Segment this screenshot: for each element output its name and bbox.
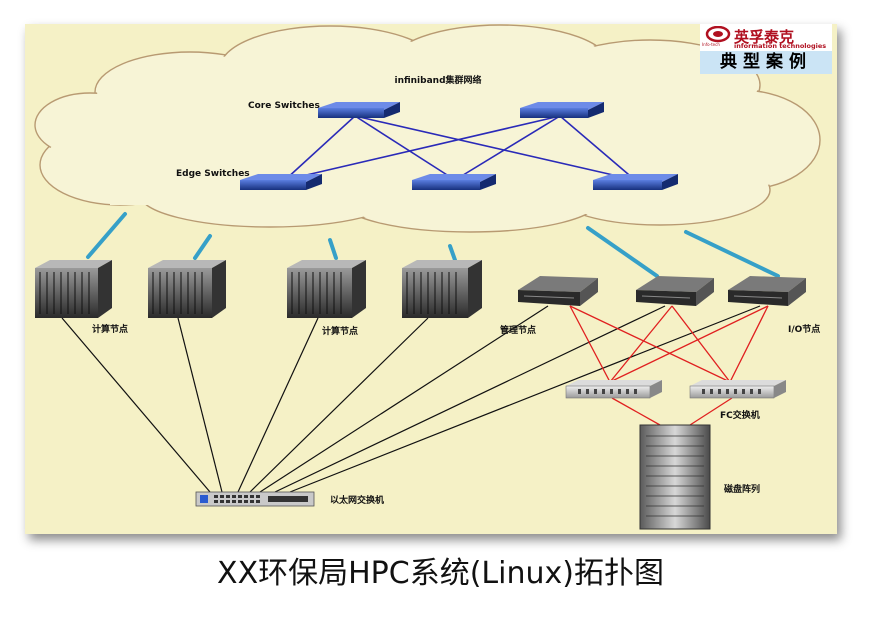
logo-brand: 英孚泰克 bbox=[734, 28, 795, 46]
compute-node-1 bbox=[35, 260, 112, 318]
disk-array bbox=[639, 424, 711, 530]
company-logo: 英孚泰克 Info-tech information technologies … bbox=[700, 24, 832, 74]
core-switch-1 bbox=[318, 102, 400, 118]
fc-switch-2 bbox=[689, 380, 786, 399]
ethernet-switch-label: 以太网交换机 bbox=[330, 494, 384, 506]
logo-mark-icon bbox=[705, 26, 731, 43]
io-node-2 bbox=[728, 276, 806, 306]
fc-switch-label: FC交换机 bbox=[720, 409, 760, 421]
compute-node-4 bbox=[402, 260, 482, 318]
management-node-label: 管理节点 bbox=[500, 324, 536, 336]
io-nodes-label: I/O节点 bbox=[788, 323, 820, 335]
edge-switch-2 bbox=[412, 174, 496, 190]
fc-switch-1 bbox=[565, 380, 662, 399]
fc-links bbox=[569, 305, 769, 426]
edge-switches-label: Edge Switches bbox=[176, 169, 250, 179]
management-node bbox=[518, 276, 598, 306]
core-switch-2 bbox=[520, 102, 604, 118]
edge-switch-3 bbox=[593, 174, 678, 190]
compute-nodes-label-right: 计算节点 bbox=[322, 325, 358, 337]
logo-subtitle: information technologies bbox=[734, 42, 827, 50]
core-switches-label: Core Switches bbox=[248, 101, 320, 111]
io-node-1 bbox=[636, 276, 714, 306]
edge-switch-1 bbox=[240, 174, 322, 190]
compute-node-2 bbox=[148, 260, 226, 318]
uplinks bbox=[86, 212, 780, 278]
disk-array-label: 磁盘阵列 bbox=[724, 483, 760, 495]
compute-nodes-label-left: 计算节点 bbox=[92, 323, 128, 335]
logo-band: 典型案例 bbox=[700, 51, 832, 74]
ethernet-switch bbox=[195, 491, 315, 507]
logo-tiny-text: Info-tech bbox=[702, 42, 720, 47]
ethernet-links bbox=[61, 305, 761, 493]
infiniband-links bbox=[284, 115, 636, 181]
compute-node-3 bbox=[287, 260, 366, 318]
diagram-caption: XX环保局HPC系统(Linux)拓扑图 bbox=[217, 556, 664, 591]
infiniband-label: infiniband集群网络 bbox=[394, 74, 481, 86]
logo-header: 英孚泰克 Info-tech information technologies bbox=[700, 24, 832, 51]
